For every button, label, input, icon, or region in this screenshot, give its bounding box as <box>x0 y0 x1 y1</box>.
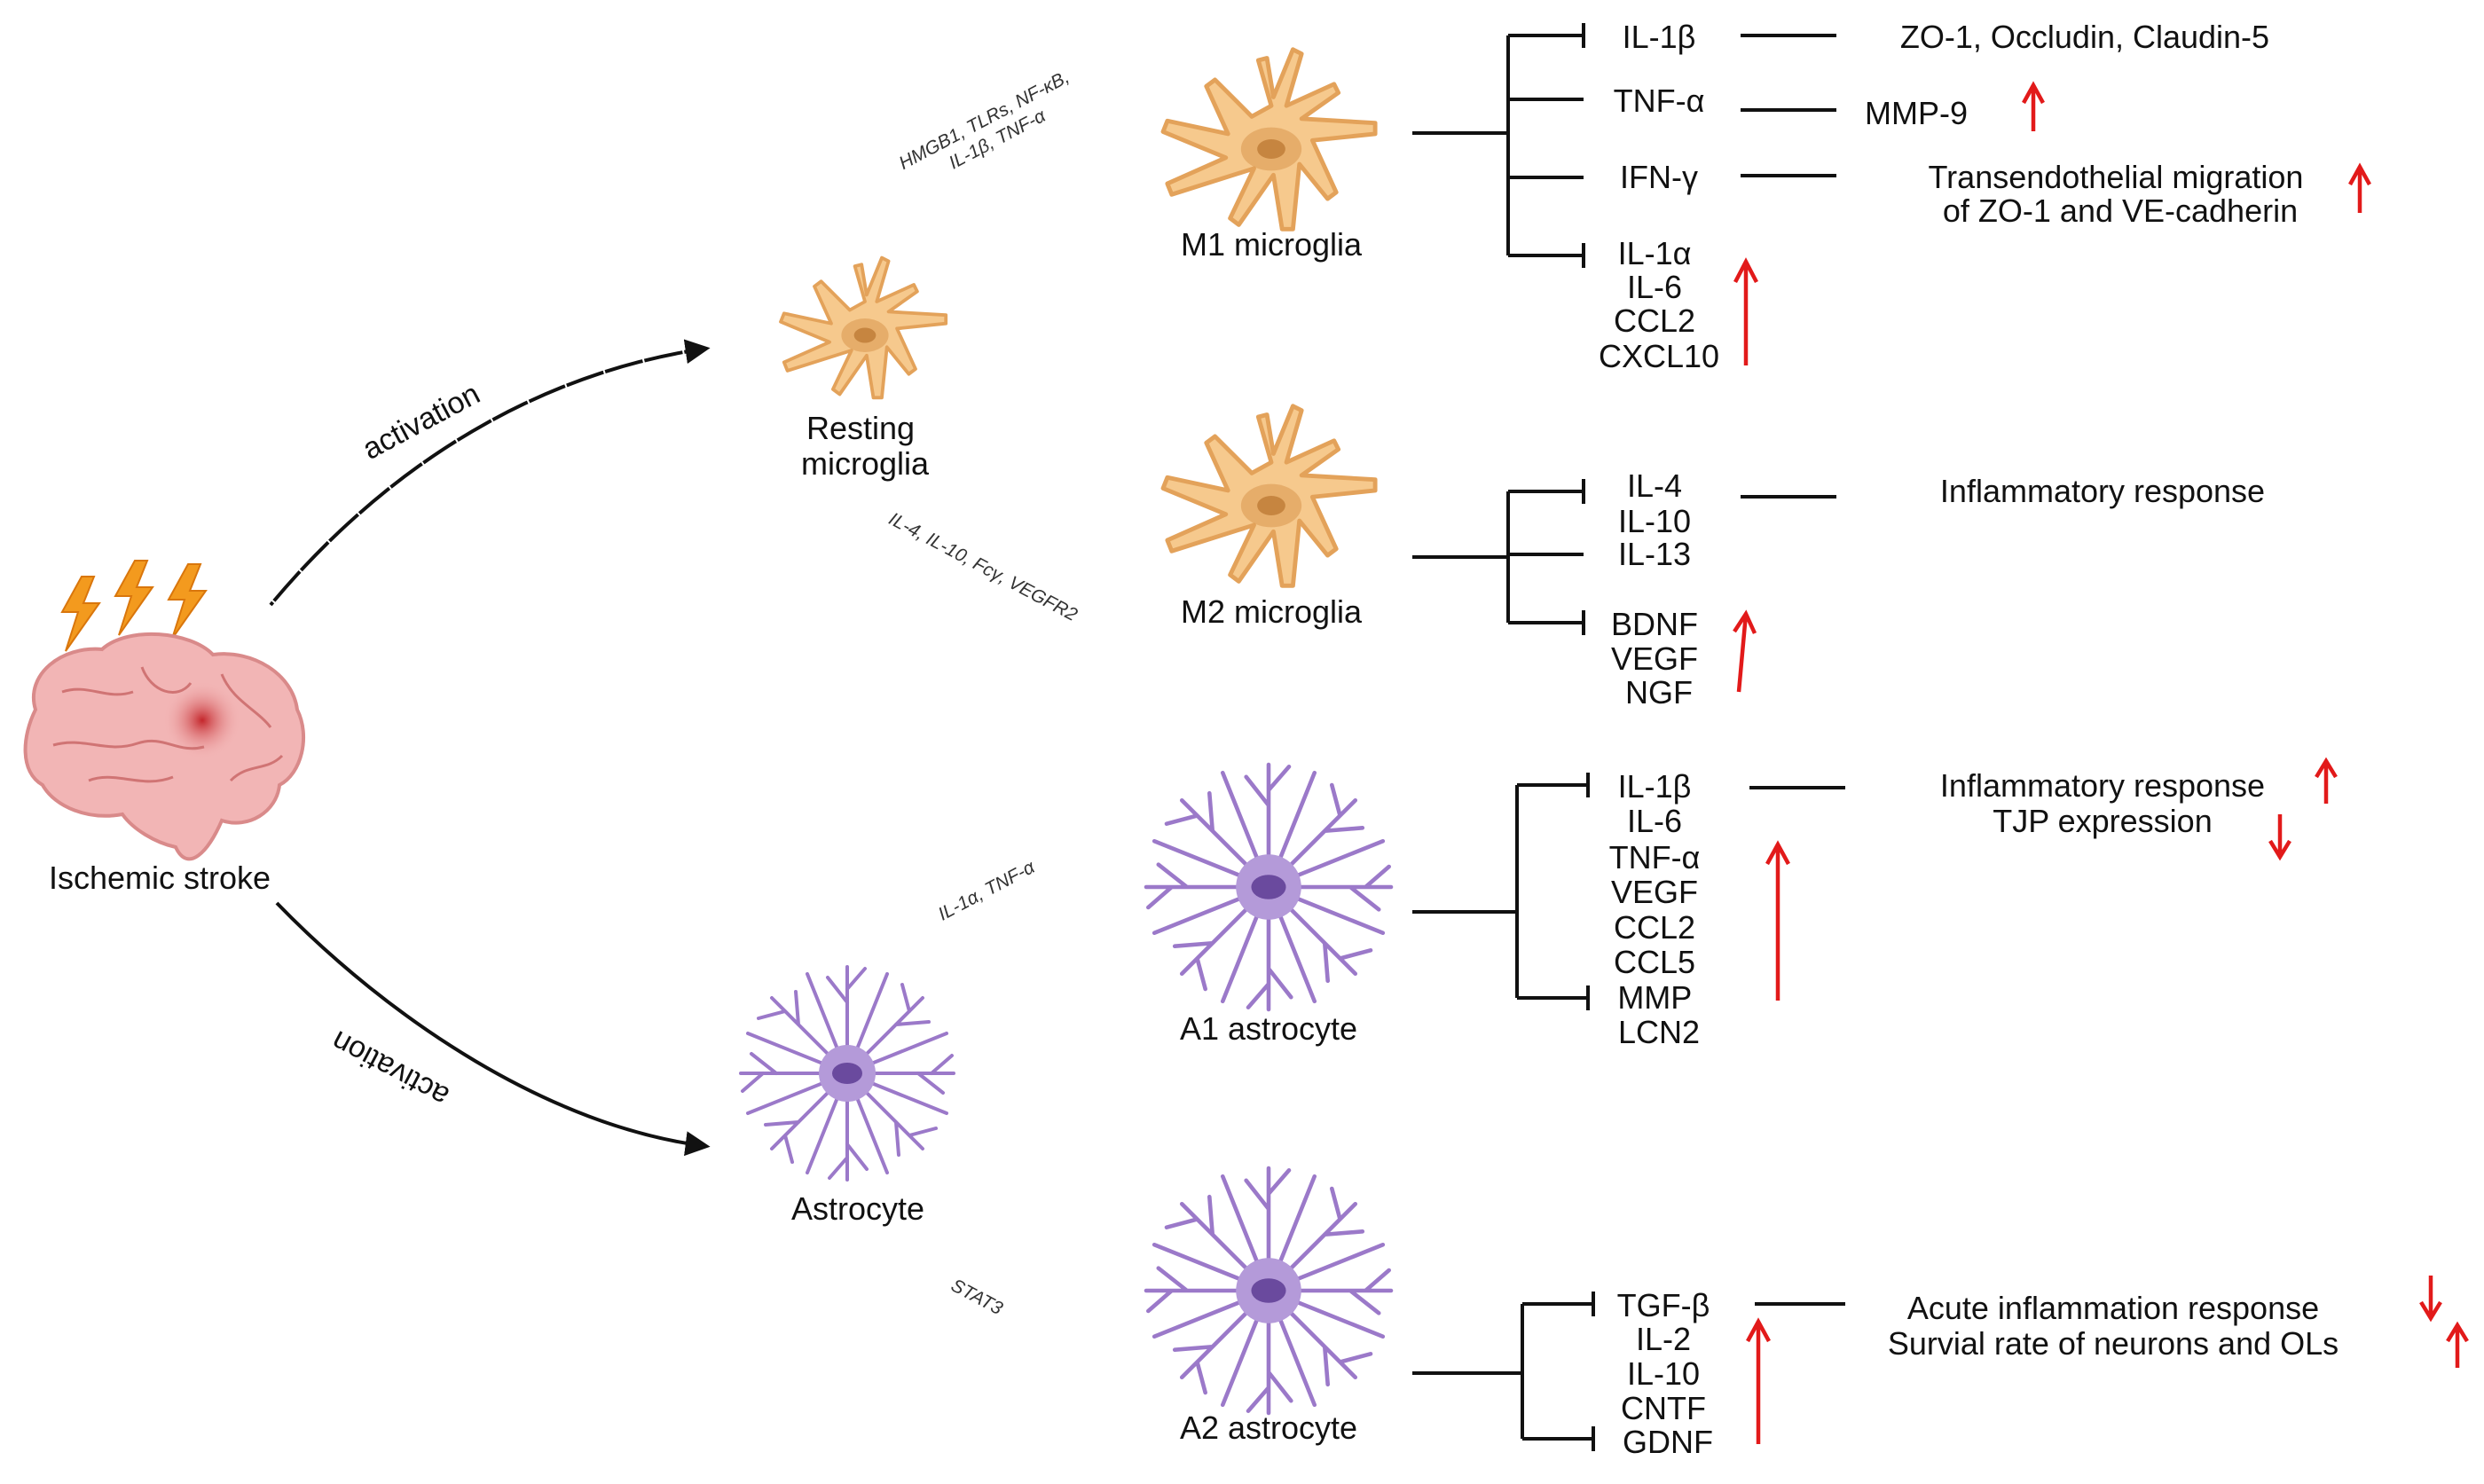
m1-group-up-arrow <box>1733 257 1758 365</box>
a1-tjp-down-arrow <box>2268 814 2291 861</box>
activation-arrow-upper <box>269 339 711 607</box>
m1-microglia-label: M1 microglia <box>1181 226 1363 263</box>
a1-factors: IL-1β IL-6 TNF-α VEGF CCL2 CCL5 MMP LCN2 <box>1609 768 1710 1050</box>
m1-trigger-label: HMGB1, TLRs, NF-κB, IL-1β, TNF-α <box>896 65 1089 194</box>
brain-icon <box>23 560 305 861</box>
m1-effect-migration: Transendothelial migration of ZO-1 and V… <box>1929 159 2313 229</box>
m1-factor-il1b: IL-1β <box>1623 19 1696 55</box>
m1-effect-mmp9: MMP-9 <box>1865 95 1968 131</box>
astrocyte-label: Astrocyte <box>791 1190 924 1227</box>
a2-effect-acute: Acute inflammation response <box>1907 1290 2319 1326</box>
m2-factors: IL-4 IL-10 IL-13 BDNF VEGF NGF <box>1611 467 1707 711</box>
a1-astrocyte-icon <box>1146 765 1391 1009</box>
a2-survival-up-arrow <box>2446 1321 2469 1368</box>
a2-trigger-label: STAT3 <box>947 1275 1006 1319</box>
m1-microglia-icon <box>1163 50 1375 230</box>
migration-up-arrow <box>2348 162 2371 213</box>
m1-effect-lines <box>1741 34 1836 177</box>
ischemic-stroke-label: Ischemic stroke <box>49 860 271 896</box>
a2-astrocyte-icon <box>1146 1168 1391 1413</box>
m2-microglia-label: M2 microglia <box>1181 593 1363 630</box>
activation-label-upper: activation <box>358 377 486 467</box>
m1-factor-group: IL-1α IL-6 CCL2 CXCL10 <box>1599 235 1719 374</box>
a2-acute-down-arrow <box>2419 1276 2442 1323</box>
astrocyte-icon <box>739 965 955 1182</box>
m1-effect-junctions: ZO-1, Occludin, Claudin-5 <box>1900 19 2269 55</box>
m2-bracket <box>1412 479 1585 635</box>
mmp9-up-arrow <box>2022 81 2045 131</box>
a1-astrocyte-label: A1 astrocyte <box>1180 1010 1357 1047</box>
m1-factor-ifng: IFN-γ <box>1620 159 1698 195</box>
m1-bracket <box>1412 23 1585 268</box>
a1-group-up-arrow <box>1765 840 1790 1001</box>
resting-microglia-icon <box>779 255 948 400</box>
a1-bracket <box>1412 773 1590 1010</box>
m2-microglia-icon <box>1163 406 1375 586</box>
a1-trigger-label: IL-1α, TNF-α <box>935 857 1039 925</box>
a1-effect-tjp: TJP expression <box>1993 803 2212 839</box>
m2-trigger-label: IL-4, IL-10, Fcγ, VEGFR2 <box>885 508 1081 625</box>
a2-bracket <box>1412 1292 1595 1451</box>
a1-inflammatory-up-arrow <box>2315 757 2338 804</box>
resting-microglia-label: Resting microglia <box>801 410 930 482</box>
a1-effect-inflammatory: Inflammatory response <box>1940 767 2265 804</box>
a2-astrocyte-label: A2 astrocyte <box>1180 1409 1357 1446</box>
a2-effect-survival: Survial rate of neurons and OLs <box>1888 1325 2339 1362</box>
a2-group-up-arrow <box>1746 1317 1771 1444</box>
activation-arrow-lower <box>275 901 711 1157</box>
m2-group-up-arrow <box>1733 609 1757 693</box>
a2-factors: TGF-β IL-2 IL-10 CNTF GDNF <box>1617 1287 1719 1460</box>
m2-effect-inflammatory: Inflammatory response <box>1940 473 2265 509</box>
m1-factor-tnfa: TNF-α <box>1614 82 1705 119</box>
